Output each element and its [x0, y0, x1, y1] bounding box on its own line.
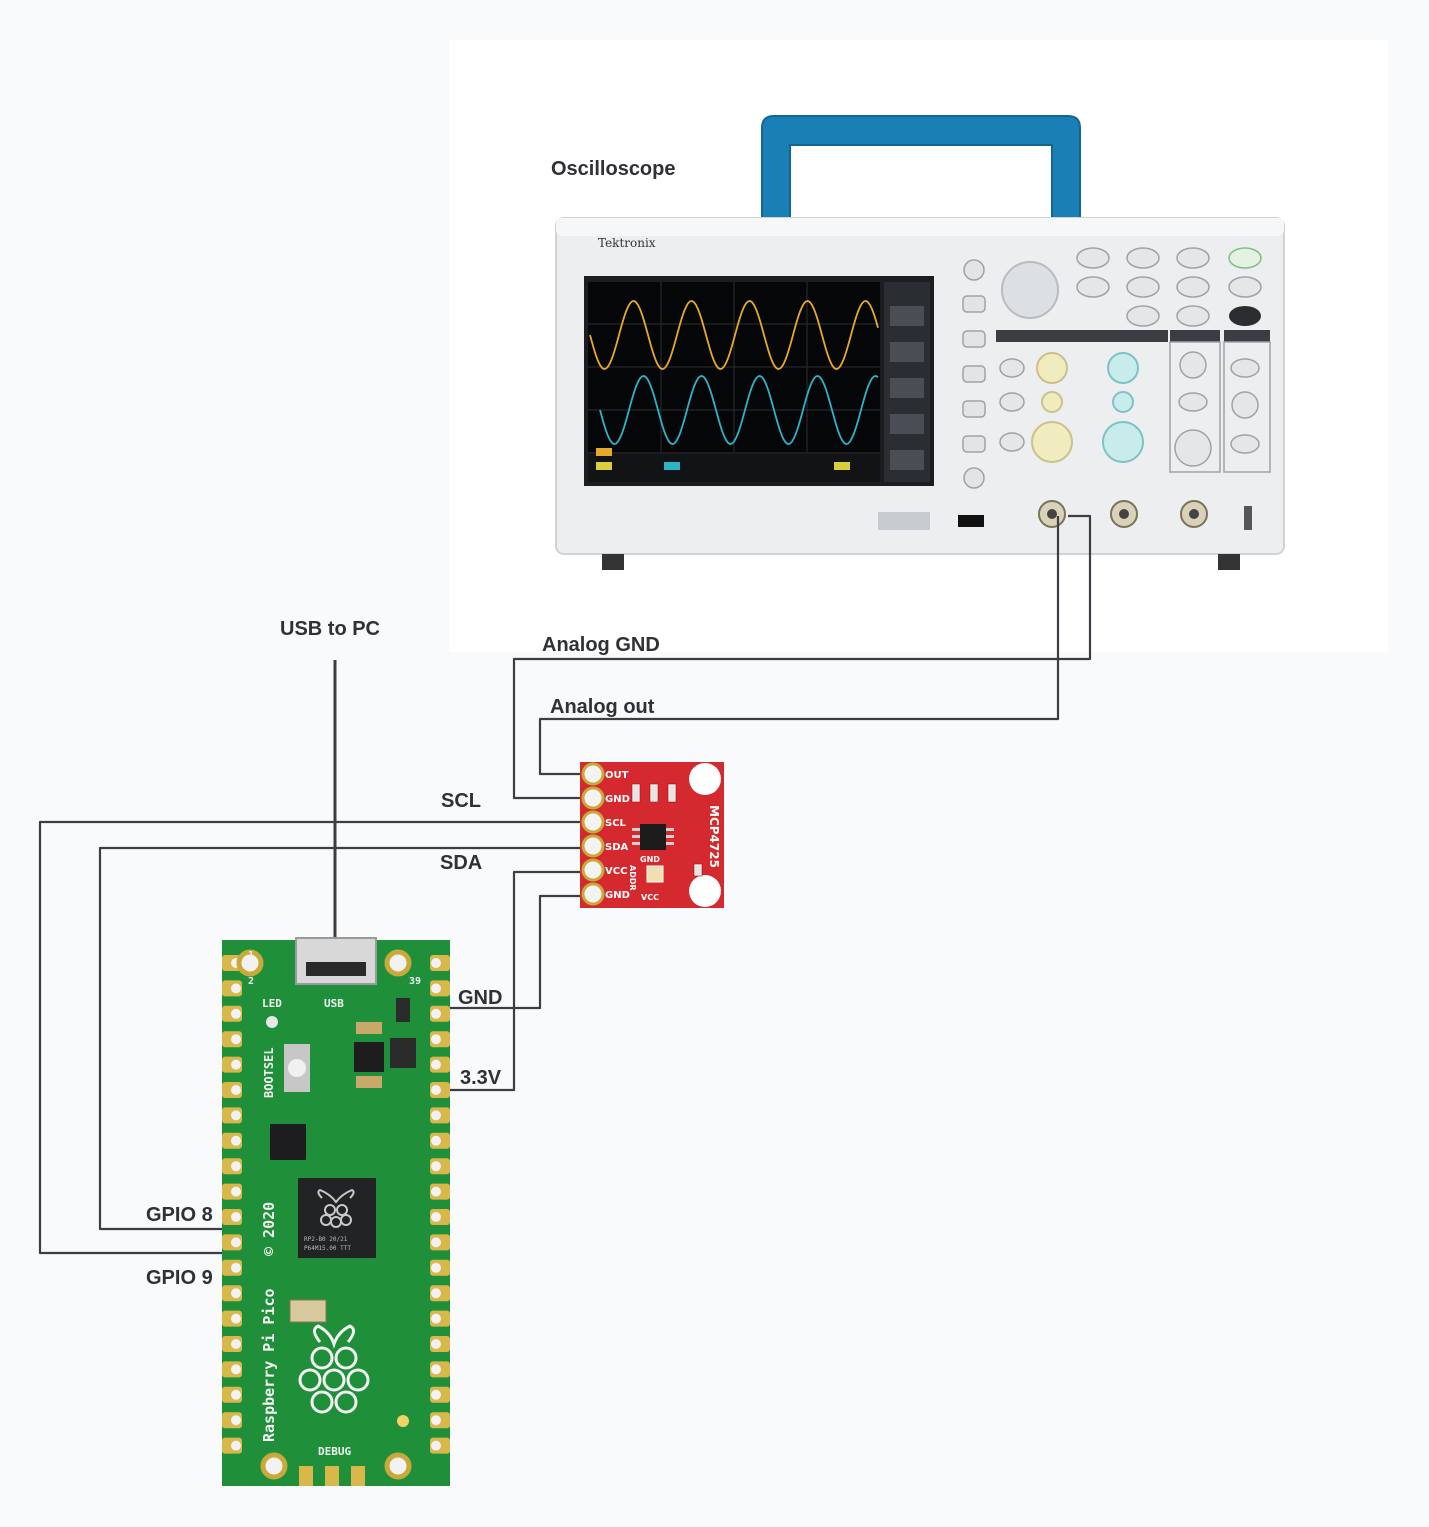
pico-name-label: Raspberry Pi Pico — [260, 1288, 278, 1442]
oscilloscope-image: Tektronix — [449, 40, 1388, 652]
pico-led-label: LED — [262, 997, 282, 1010]
pico-right-hole — [431, 1008, 441, 1019]
dac-pin-pad — [581, 858, 605, 882]
pico-left-hole — [231, 1389, 241, 1400]
dac-pin-label: SDA — [605, 842, 629, 853]
wires — [38, 514, 1092, 1255]
pico-right-hole — [431, 1389, 441, 1400]
dac-pin-label: GND — [605, 794, 630, 805]
oscilloscope-brand: Tektronix — [598, 236, 656, 250]
pico-right-hole — [431, 958, 441, 968]
pico-right-hole — [431, 983, 441, 994]
pico-chip-line1: RP2-B0 20/21 — [304, 1236, 348, 1243]
pico-debug-label: DEBUG — [318, 1445, 351, 1458]
dac-pin-label: SCL — [605, 818, 627, 829]
wire-analog-gnd — [512, 514, 1092, 800]
raspberry-pi-pico-board: 1 2 39 LED USB BOOTSEL DEBUG Raspberry P… — [222, 937, 450, 1486]
pico-left-hole — [231, 1161, 241, 1172]
pico-left-hole — [231, 1364, 241, 1375]
pico-right-hole — [431, 1440, 441, 1451]
channel-1-trace — [589, 300, 879, 370]
gpio8-label: GPIO 8 — [146, 1204, 213, 1226]
dac-pin-label: VCC — [605, 866, 627, 877]
wire-gnd — [449, 894, 583, 1010]
pico-right-hole — [431, 1262, 441, 1273]
pico-left-hole — [231, 1288, 241, 1299]
pico-right-hole — [431, 1237, 441, 1248]
wire-scl — [38, 820, 583, 1255]
wire-vcc — [449, 870, 583, 1092]
pico-right-hole — [431, 1110, 441, 1121]
dac-pin-pad — [581, 810, 605, 834]
dac-chip-label: MCP4725 — [707, 805, 721, 868]
pico-chip-line2: P64M15.00 TTT — [304, 1245, 351, 1252]
pico-left-hole — [231, 1085, 241, 1095]
oscilloscope-label: Oscilloscope — [551, 158, 676, 180]
pico-left-hole — [231, 1034, 241, 1045]
analog-gnd-label: Analog GND — [542, 634, 660, 656]
pico-right-hole — [431, 1085, 441, 1095]
pico-right-hole — [431, 1339, 441, 1349]
usb-to-pc-label: USB to PC — [280, 618, 380, 640]
pico-right-hole — [431, 1161, 441, 1172]
pico-pin1-label: 1 — [248, 950, 254, 961]
mcp4725-board: OUT GND SCL SDA VCC GND MCP4725 GND ADDR VCC — [580, 762, 724, 908]
sda-label: SDA — [440, 852, 482, 874]
dac-pin-pad — [581, 834, 605, 858]
pico-right-hole — [431, 1288, 441, 1299]
pico-usb-label: USB — [324, 997, 344, 1010]
pico-left-hole — [231, 1415, 241, 1426]
pico-right-hole — [431, 1059, 441, 1070]
raspberry-logo — [298, 1324, 370, 1414]
pico-left-hole — [231, 1313, 241, 1324]
gnd-label: GND — [458, 987, 502, 1009]
pico-pin39-label: 39 — [409, 976, 421, 987]
pico-right-hole — [431, 1313, 441, 1324]
dac-addr-vcc-label: VCC — [641, 893, 659, 902]
pico-left-hole — [231, 1059, 241, 1070]
pico-pin2-label: 2 — [248, 976, 254, 987]
dac-pin-pad — [581, 762, 605, 786]
pico-left-hole — [231, 1212, 241, 1222]
dac-pin-label: GND — [605, 890, 630, 901]
pico-left-hole — [231, 1440, 241, 1451]
pico-right-hole — [431, 1415, 441, 1426]
pico-right-hole — [431, 1034, 441, 1045]
wire-analog-out — [538, 516, 1060, 776]
pico-right-hole — [431, 1135, 441, 1146]
pico-left-hole — [231, 1110, 241, 1121]
3v3-label: 3.3V — [460, 1067, 502, 1089]
dac-pin-pad — [581, 882, 605, 906]
dac-addr-gnd-label: GND — [640, 855, 660, 864]
pico-left-hole — [231, 1339, 241, 1349]
pico-left-hole — [231, 1008, 241, 1019]
pico-left-hole — [231, 1135, 241, 1146]
dac-pin-label: OUT — [605, 770, 629, 781]
pico-year-label: © 2020 — [260, 1202, 278, 1256]
channel-2-trace — [599, 375, 879, 445]
diagram-labels: Oscilloscope USB to PC Analog GND Analog… — [146, 158, 676, 1289]
pico-right-hole — [431, 1212, 441, 1222]
scl-label: SCL — [441, 790, 481, 812]
pico-right-hole — [431, 1364, 441, 1375]
pico-left-hole — [231, 983, 241, 994]
wire-sda — [98, 846, 583, 1231]
dac-addr-label: ADDR — [628, 865, 637, 891]
pico-left-hole — [231, 1186, 241, 1197]
pico-right-hole — [431, 1186, 441, 1197]
pico-bootsel-label: BOOTSEL — [262, 1047, 276, 1098]
pico-left-hole — [231, 1237, 241, 1248]
pico-left-hole — [231, 1262, 241, 1273]
analog-out-label: Analog out — [550, 696, 655, 718]
dac-pin-pad — [581, 786, 605, 810]
gpio9-label: GPIO 9 — [146, 1267, 213, 1289]
